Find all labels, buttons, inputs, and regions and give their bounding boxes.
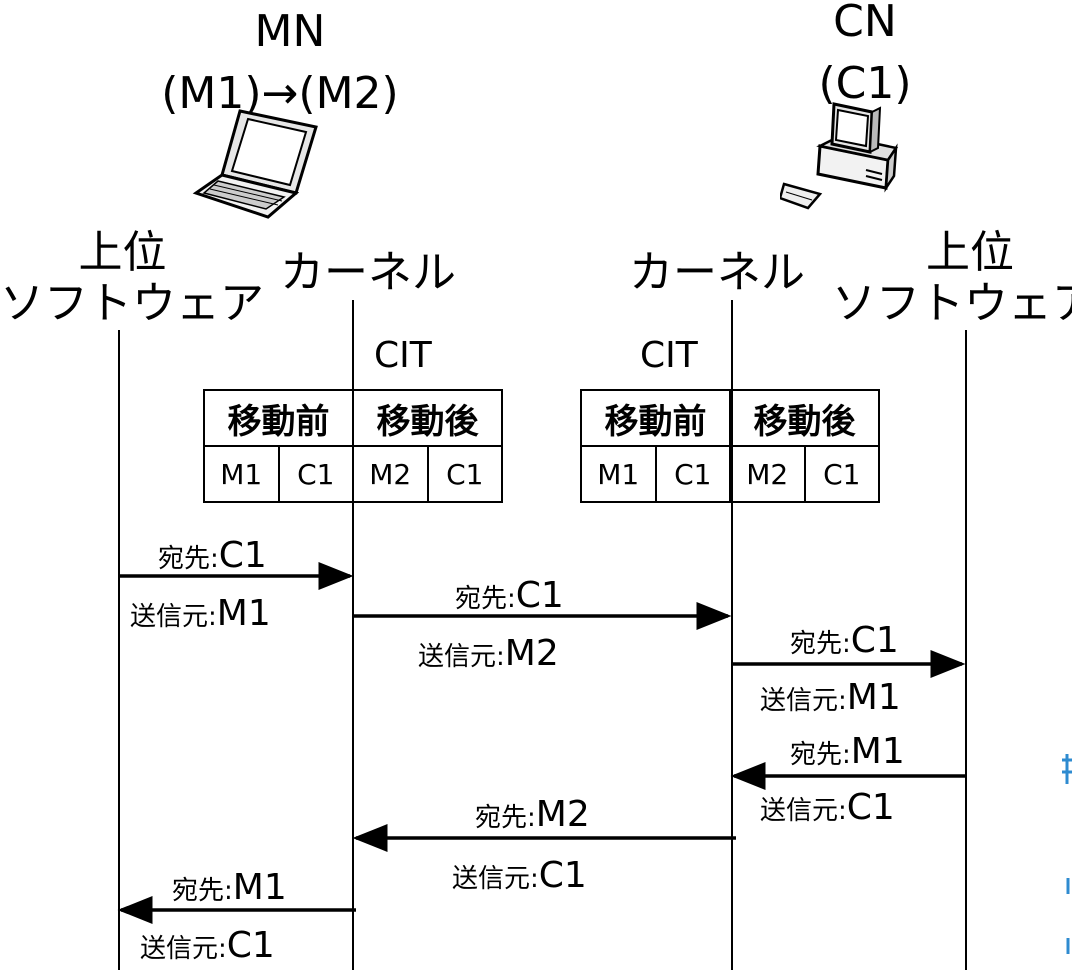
message-4-source: 送信元:C1 [760, 787, 895, 828]
message-6-source: 送信元:C1 [140, 925, 275, 966]
cn-upper-software-line2: ソフトウェア [832, 277, 1072, 329]
cit-cell: C1 [654, 445, 731, 503]
message-2-source: 送信元:M2 [418, 633, 559, 674]
cn-kernel-label: カーネル [629, 247, 805, 298]
message-5-source: 送信元:C1 [452, 855, 587, 896]
mn-upper-software-lifeline [118, 330, 120, 970]
cn-title: CN [833, 0, 897, 47]
mn-upper-software-label: 上位 ソフトウェア [0, 227, 264, 329]
message-6-destination: 宛先:M1 [172, 867, 287, 908]
cit-header-after: 移動後 [352, 389, 503, 447]
cn-upper-software-lifeline [965, 330, 967, 970]
cit-cell: M1 [203, 445, 280, 503]
cit-cell: M1 [580, 445, 657, 503]
cit-header-after: 移動後 [729, 389, 880, 447]
cit-cell: M2 [729, 445, 806, 503]
message-3-source: 送信元:M1 [760, 677, 901, 718]
mn-upper-software-line1: 上位 [78, 227, 167, 278]
cit-cell: M2 [352, 445, 429, 503]
mn-addresses: (M1)→(M2) [161, 68, 399, 119]
message-1-source: 送信元:M1 [130, 593, 271, 634]
clipped-blue-fragment [1062, 754, 1072, 954]
cn-addresses: (C1) [818, 58, 912, 109]
desktop-computer-icon [780, 102, 899, 210]
cn-cit-label: CIT [640, 335, 698, 376]
cn-kernel-lifeline [731, 300, 733, 970]
cit-header-before: 移動前 [203, 389, 354, 447]
message-4-destination: 宛先:M1 [790, 731, 905, 772]
mn-cit-table: 移動前 移動後 M1 C1 M2 C1 [203, 389, 503, 503]
mn-kernel-lifeline [352, 300, 354, 970]
laptop-icon [192, 109, 318, 219]
cit-header-before: 移動前 [580, 389, 731, 447]
message-5-destination: 宛先:M2 [475, 794, 590, 835]
cit-cell: C1 [803, 445, 880, 503]
mn-upper-software-line2: ソフトウェア [0, 277, 264, 329]
cit-cell: C1 [426, 445, 503, 503]
mn-cit-label: CIT [374, 335, 432, 376]
mn-kernel-label: カーネル [280, 247, 456, 298]
cit-cell: C1 [277, 445, 354, 503]
mn-title: MN [254, 6, 326, 57]
message-1-destination: 宛先:C1 [158, 535, 267, 576]
message-2-destination: 宛先:C1 [455, 575, 564, 616]
cn-upper-software-line1: 上位 [926, 227, 1014, 278]
cn-upper-software-label: 上位 ソフトウェア [832, 227, 1072, 329]
message-3-destination: 宛先:C1 [790, 620, 899, 661]
cn-cit-table: 移動前 移動後 M1 C1 M2 C1 [580, 389, 880, 503]
